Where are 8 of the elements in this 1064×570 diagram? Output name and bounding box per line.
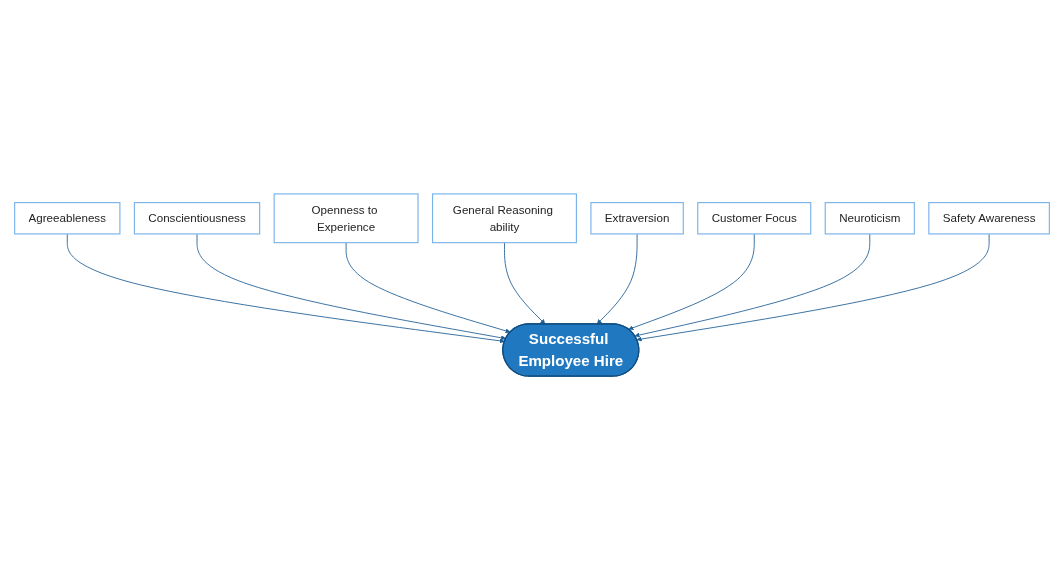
node-box: Safety Awareness: [928, 202, 1050, 235]
node-box: Extraversion: [590, 202, 684, 235]
node-box: Neuroticism: [824, 202, 915, 235]
node-box: Openness to Experience: [273, 193, 419, 244]
node-box: Conscientiousness: [133, 202, 261, 235]
node-box: General Reasoning ability: [431, 193, 577, 244]
node-box: Customer Focus: [697, 202, 812, 235]
node-box: Agreeableness: [14, 202, 121, 235]
